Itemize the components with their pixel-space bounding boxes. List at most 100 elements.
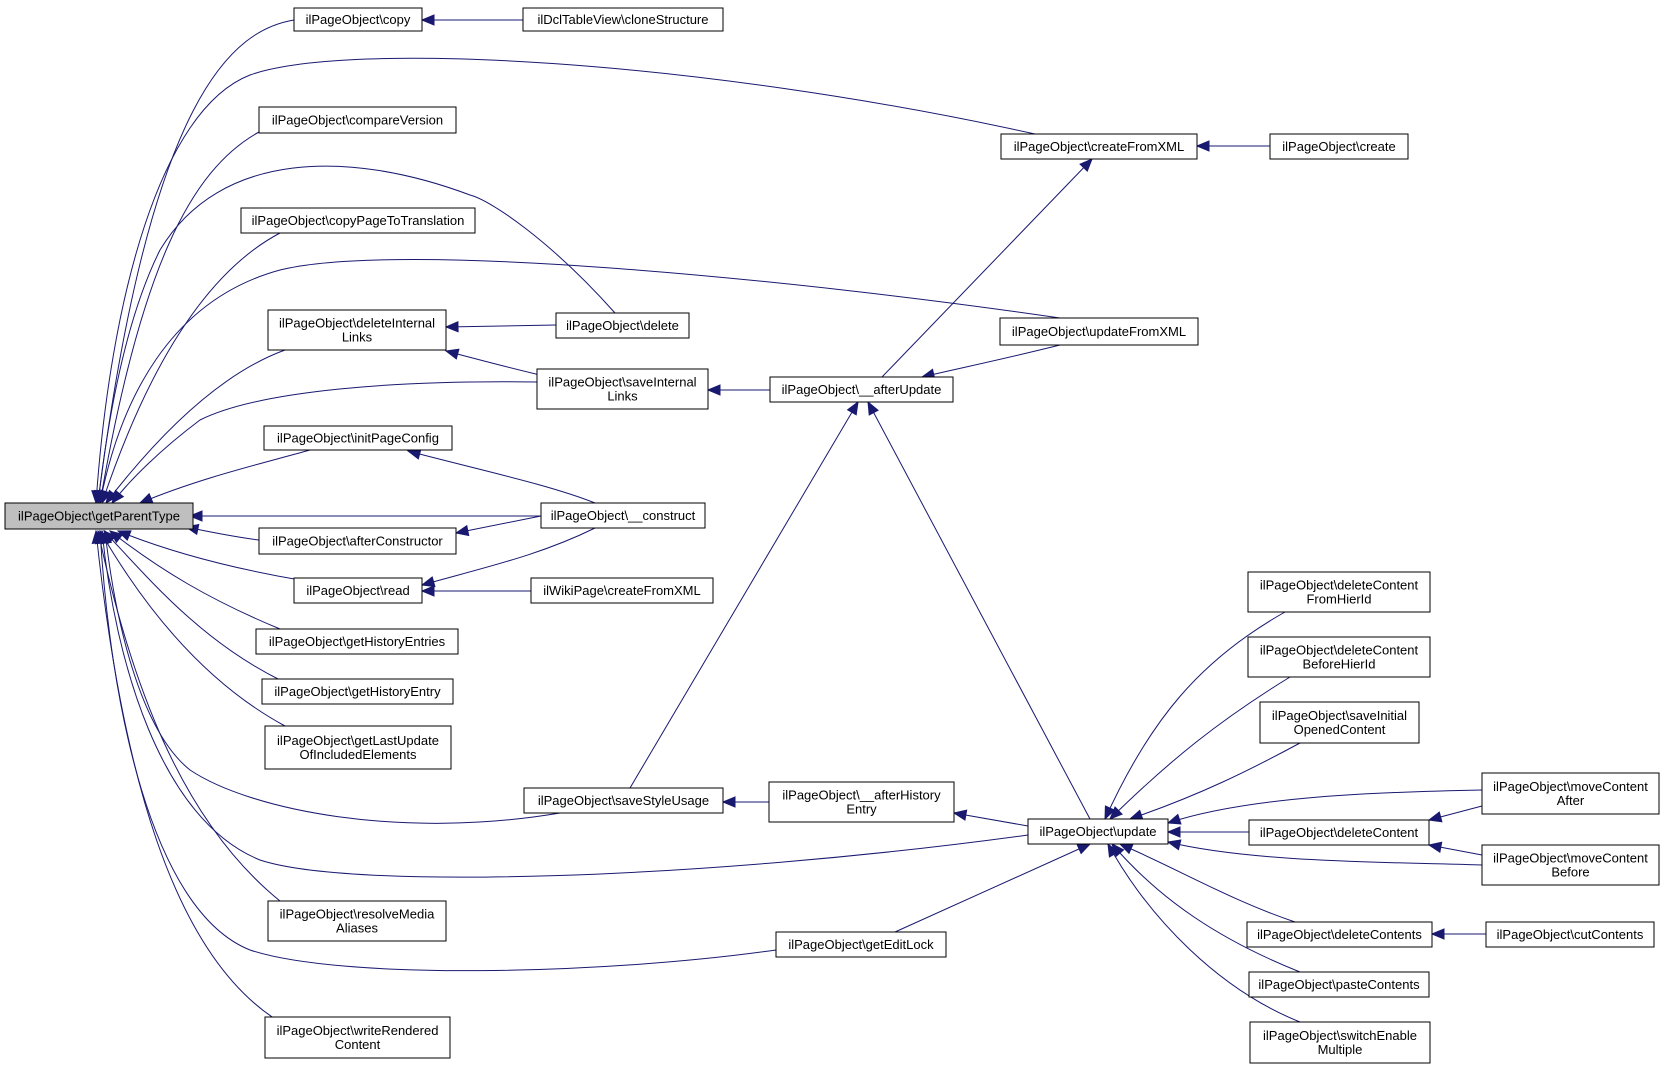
edge-clone-to-copy [420,14,523,26]
node-create[interactable]: ilPageObject\create [1269,133,1409,160]
node-label-line: ilPageObject\initPageConfig [277,431,439,446]
node-box [1249,1021,1431,1064]
node-label-line: ilPageObject\pasteContents [1258,977,1420,992]
node-afterConstructor[interactable]: ilPageObject\afterConstructor [258,527,457,555]
node-box [4,502,194,530]
arrowhead-icon [1079,158,1093,172]
node-initPC[interactable]: ilPageObject\initPageConfig [263,425,453,451]
node-label-line: Aliases [336,921,378,936]
node-construct[interactable]: ilPageObject\__construct [540,502,706,529]
arrowhead-icon [420,14,435,26]
node-box [258,527,457,555]
node-label-line: ilPageObject\__afterUpdate [782,382,942,397]
node-saveStyle[interactable]: ilPageObject\saveStyleUsage [523,787,724,814]
node-read[interactable]: ilPageObject\read [293,577,423,604]
edge-pasteContents-to-update [1111,843,1301,973]
node-deleteContent[interactable]: ilPageObject\deleteContent [1248,819,1430,846]
arrowhead-icon [105,489,119,505]
node-createFromXML[interactable]: ilPageObject\createFromXML [1000,133,1198,160]
edge-read-to-root [116,530,301,581]
node-label-line: ilPageObject\cutContents [1497,927,1644,942]
node-editLock[interactable]: ilPageObject\getEditLock [775,931,947,958]
node-label-line: After [1557,793,1585,808]
node-copyPT[interactable]: ilPageObject\copyPageToTranslation [240,207,476,234]
node-label-line: ilPageObject\afterConstructor [272,534,443,549]
edge-writeRC-to-root [91,529,286,1026]
node-label-line: ilPageObject\update [1039,824,1156,839]
edge-afterUpdate-to-createFromXML [881,158,1093,378]
node-label-line: ilPageObject\createFromXML [1014,139,1185,154]
node-compare[interactable]: ilPageObject\compareVersion [258,106,457,134]
node-box [261,678,454,705]
edge-saveIL-to-root [111,381,538,505]
node-lastUpdate[interactable]: ilPageObject\getLastUpdateOfIncludedElem… [264,725,452,770]
node-histEntries[interactable]: ilPageObject\getHistoryEntries [255,628,459,655]
node-label-line: ilPageObject\getHistoryEntries [269,634,446,649]
edge-update-to-afterUpdate [867,400,1091,820]
node-label-line: ilPageObject\saveStyleUsage [538,793,709,808]
node-label-line: ilPageObject\switchEnable [1263,1028,1417,1043]
edge-initPC-to-root [138,449,311,504]
edge-dcBeforeHier-to-update [1109,676,1291,820]
node-box [264,1016,451,1059]
edge-dcFromHier-to-update [1104,611,1286,821]
node-clone[interactable]: ilDclTableView\cloneStructure [522,7,724,32]
node-histEntry[interactable]: ilPageObject\getHistoryEntry [261,678,454,705]
node-label-line: BeforeHierId [1303,657,1376,672]
node-root[interactable]: ilPageObject\getParentType [4,502,194,530]
node-box [536,368,709,410]
node-label-line: ilPageObject\getHistoryEntry [274,684,441,699]
node-label-line: ilPageObject\deleteInternal [279,316,435,331]
edge-construct-to-initPC [406,448,596,504]
node-box [267,900,447,942]
node-wiki[interactable]: ilWikiPage\createFromXML [530,577,714,604]
edge-updateFromXML-to-afterUpdate [920,344,1061,380]
node-label-line: ilPageObject\deleteContents [1257,927,1422,942]
arrowhead-icon [1107,842,1120,858]
node-update[interactable]: ilPageObject\update [1027,818,1169,845]
node-delete[interactable]: ilPageObject\delete [555,312,690,339]
node-label-line: ilPageObject\moveContent [1493,779,1648,794]
edge-wiki-to-read [420,585,531,597]
node-box [555,312,690,339]
node-copy[interactable]: ilPageObject\copy [293,7,423,32]
arrowhead-icon [721,796,736,808]
edge-editLock-to-root [94,529,777,972]
node-label-line: ilPageObject\updateFromXML [1012,324,1186,339]
node-deleteContents[interactable]: ilPageObject\deleteContents [1246,921,1433,948]
arrowhead-icon [1109,806,1123,820]
node-box [1027,818,1169,845]
node-box [1485,921,1655,948]
arrowhead-icon [1166,813,1182,825]
node-cutContents[interactable]: ilPageObject\cutContents [1485,921,1655,948]
node-box [540,502,706,529]
node-pasteContents[interactable]: ilPageObject\pasteContents [1248,971,1430,998]
edge-construct-to-root [188,510,541,522]
node-label-line: ilPageObject\resolveMedia [280,907,435,922]
node-updateFromXML[interactable]: ilPageObject\updateFromXML [999,317,1199,346]
node-box [775,931,947,958]
node-afterUpdate[interactable]: ilPageObject\__afterUpdate [769,376,954,403]
node-box [530,577,714,604]
node-label-line: Links [342,330,373,345]
arrowhead-icon [1195,140,1210,152]
arrowhead-icon [706,384,721,396]
node-label-line: OfIncludedElements [299,747,417,762]
node-label-line: ilPageObject\delete [566,318,679,333]
node-box [1000,133,1198,160]
edge-deleteIL-to-root [105,349,286,505]
node-label-line: ilDclTableView\cloneStructure [537,12,708,27]
arrowhead-icon [1104,805,1116,821]
